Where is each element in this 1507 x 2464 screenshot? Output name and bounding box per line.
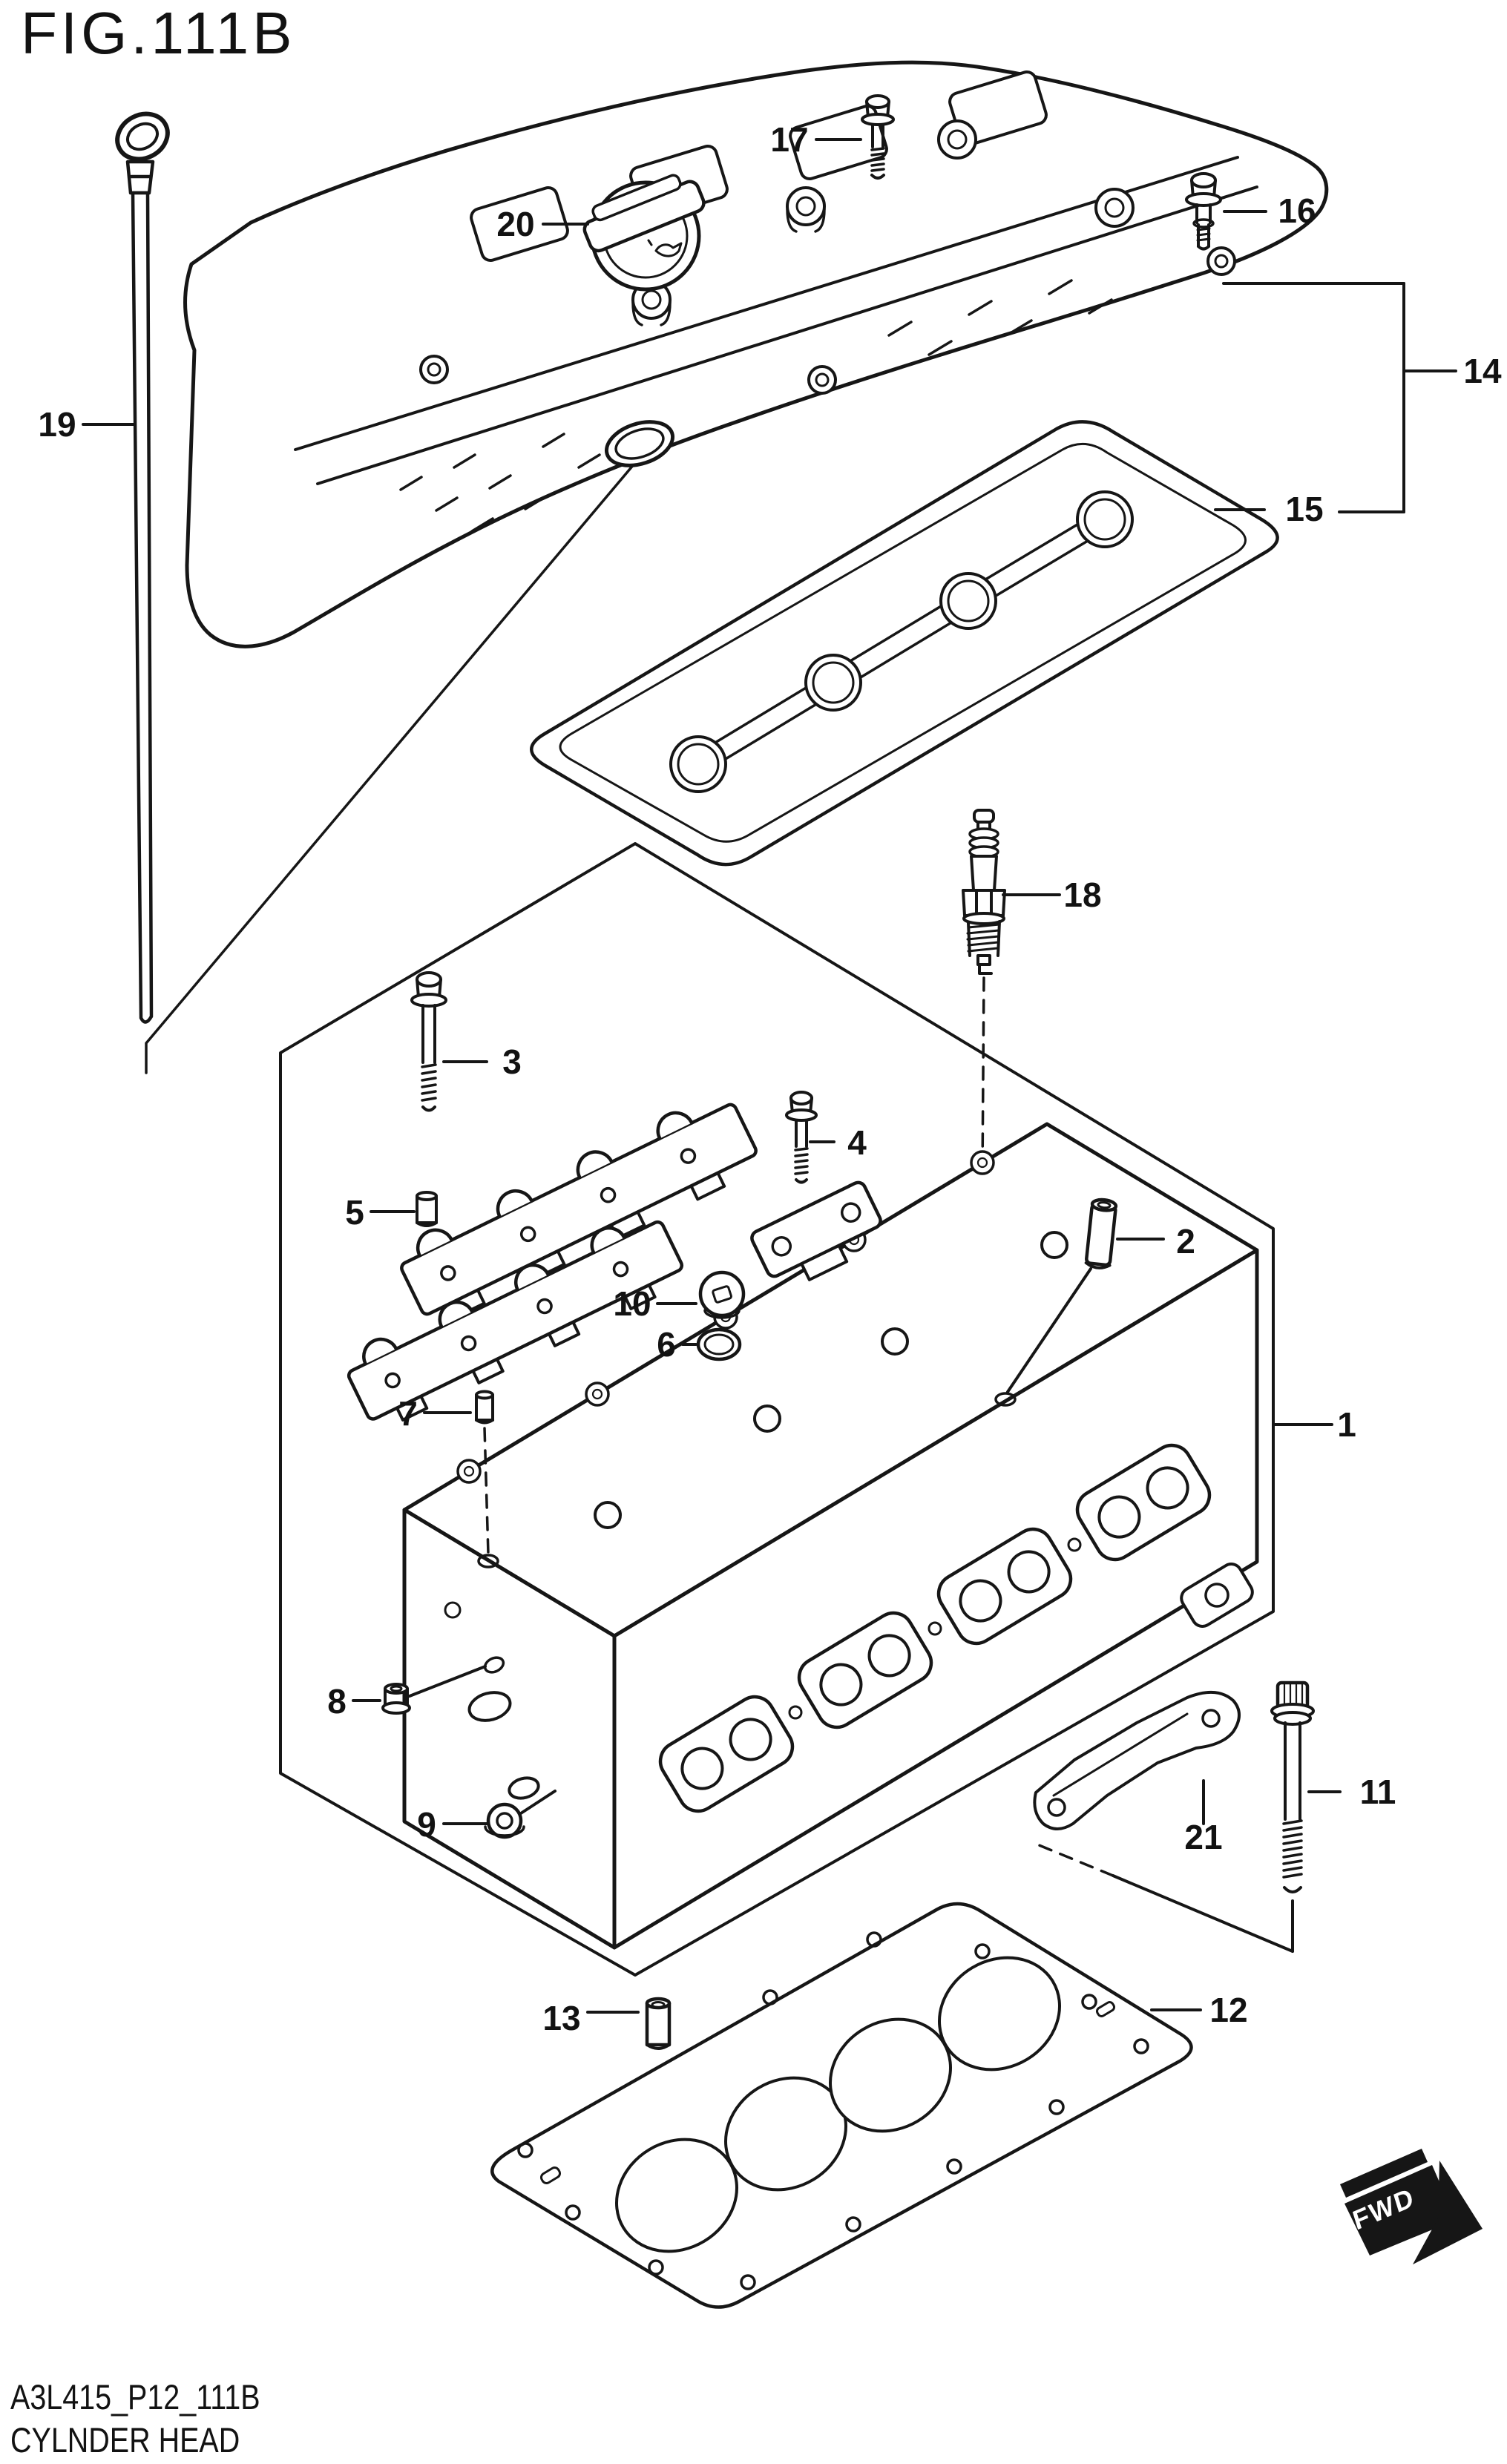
head-plug-10 [698,1270,746,1319]
figure-title: FIG.111B [21,0,296,66]
callout-leader-line [519,1790,556,1815]
part-number-label: 9 [417,1805,436,1844]
callout-leader-line [1112,1874,1294,1953]
head-gasket-drawing [490,1902,1193,2309]
cover-grommets [631,119,1135,326]
cam-cap-single [750,1180,882,1281]
cylinder-head-drawing [402,1122,1259,1950]
part-number-label: 1 [1337,1405,1356,1444]
part-callout-21: 21 [1184,1779,1223,1856]
part-number-label: 19 [38,405,76,444]
part-number-label: 11 [1360,1773,1396,1811]
filler-neck [604,420,675,467]
part-number-label: 13 [542,1999,580,2037]
cam-housing-strips [347,1103,882,1422]
part-callout-6: 6 [657,1325,697,1364]
callout-leader-line [1036,1843,1114,1877]
cover-rib-marks [399,279,1113,533]
pin-5 [416,1191,438,1227]
part-callout-5: 5 [345,1193,416,1232]
part-callout-16: 16 [1223,191,1316,230]
callout-leader-line [1006,1267,1092,1393]
bolt-11 [1270,1681,1315,1893]
part-number-label: 21 [1184,1818,1222,1856]
part-callout-4: 4 [809,1123,867,1162]
intake-ports [658,1443,1212,1813]
part-callout-3: 3 [442,1042,522,1081]
part-callout-10: 10 [613,1284,697,1323]
part-number-label: 18 [1063,875,1101,914]
cover-gasket-drawing [530,420,1279,867]
part-callout-17: 17 [770,120,862,159]
callout-leader-line [408,1665,487,1698]
part-callout-9: 9 [417,1790,556,1844]
part-callout-20: 20 [496,205,589,243]
exhaust-stub [1180,1563,1254,1628]
bracket-21 [1033,1690,1241,1830]
part-callout-14: 14 [1222,282,1502,513]
part-number-label: 17 [770,120,808,159]
part-number-label: 4 [847,1123,867,1162]
bolt-17 [861,94,895,180]
part-callout-1: 1 [1273,1405,1356,1444]
part-number-label: 3 [502,1042,522,1081]
part-number-label: 20 [496,205,534,243]
grommet-9 [484,1802,525,1839]
fwd-arrow: FWD [1340,2149,1483,2264]
part-number-label: 16 [1278,191,1316,230]
part-number-label: 2 [1176,1222,1195,1261]
part-callout-13: 13 [542,1999,640,2037]
part-number-label: 12 [1209,1991,1247,2029]
part-number-label: 14 [1463,352,1502,390]
head-group-border [279,842,1275,1977]
valve-cover-drawing [183,60,1329,648]
valve-guide-2 [994,1197,1118,1407]
dowel-13 [645,1997,672,2050]
nut-8 [381,1656,505,1715]
part-callout-2: 2 [1006,1222,1195,1393]
part-callout-11: 11 [1036,1773,1396,1953]
pin-7 [475,1390,499,1568]
oil-filler-cap-drawing [582,174,706,292]
gasket-tube-rings [669,490,1134,793]
part-number-label: 5 [345,1193,364,1232]
bolt-4 [785,1091,818,1184]
part-number-label: 15 [1285,490,1323,528]
footer-code: A3L415_P12_111B [10,2379,260,2417]
cover-bolt-ears [419,246,1236,395]
bolt-3 [410,971,447,1112]
footer-title: CYLNDER HEAD [10,2422,240,2460]
bolt-16 [1185,172,1222,251]
part-callout-12: 12 [1150,1991,1248,2029]
o-ring-6 [696,1327,742,1361]
part-number-label: 7 [398,1394,418,1433]
projection-line [145,392,695,1074]
part-callout-19: 19 [38,405,135,444]
part-callout-15: 15 [1214,490,1405,528]
part-callout-8: 8 [327,1665,487,1721]
part-number-label: 10 [613,1284,651,1323]
part-callout-18: 18 [1002,875,1102,914]
part-number-label: 8 [327,1682,347,1721]
part-number-label: 6 [657,1325,676,1364]
part-callout-7: 7 [398,1394,490,1555]
footer: A3L415_P12_111B CYLNDER HEAD [10,2379,260,2460]
head-gasket-holes [517,1931,1149,2290]
dipstick-drawing [115,111,170,1024]
